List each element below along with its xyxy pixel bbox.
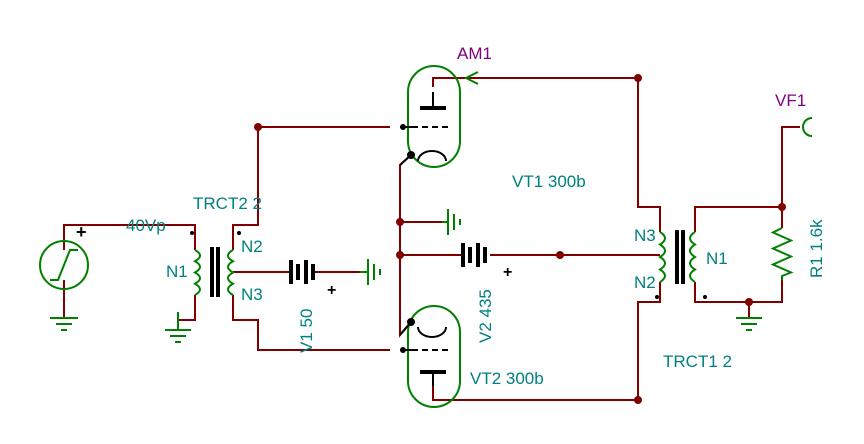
signal-source[interactable] [39, 240, 89, 290]
load-resistor-label: R1 1.6k [807, 219, 826, 278]
output-transformer-n1: N1 [706, 249, 728, 268]
junction-dot [556, 251, 564, 259]
output-transformer-name: TRCT1 2 [663, 352, 732, 371]
battery-plate [304, 260, 308, 284]
junction-dot [745, 298, 753, 306]
output-top-wire [694, 126, 800, 232]
bias-battery-polarity: + [327, 282, 336, 299]
input-transformer-n1: N1 [166, 262, 188, 281]
transformer-core [675, 230, 679, 284]
output-transformer-n3: N3 [634, 226, 656, 245]
tube-pin [407, 318, 415, 326]
voltmeter-probe[interactable] [802, 117, 813, 137]
battery-plate [468, 247, 472, 263]
plate-battery-label: V2 435 [476, 289, 495, 343]
battery-plate [483, 247, 487, 263]
grounds [50, 209, 762, 343]
step-waveform-icon [50, 249, 78, 281]
upper-grid-wire [232, 126, 390, 250]
ground-icon [736, 317, 762, 331]
source-circle-icon [39, 240, 89, 290]
bias-battery-label: V1 50 [297, 309, 316, 353]
tube-pin [407, 151, 415, 159]
junction-dot [778, 203, 786, 211]
secondary-coil-icon [227, 249, 236, 296]
voltage-probe-icon [802, 117, 813, 137]
secondary-coil-icon [689, 231, 697, 283]
lower-plate-wire [432, 282, 661, 401]
lower-grid-wire [232, 295, 390, 351]
output-transformer[interactable] [655, 230, 707, 299]
polarity-dot [237, 231, 241, 235]
bias-battery[interactable] [289, 260, 315, 284]
transformer-core [681, 230, 685, 284]
tube-envelope-icon [407, 305, 461, 408]
junction-dot [396, 218, 404, 226]
input-transformer-n2: N2 [241, 237, 263, 256]
voltmeter-label: VF1 [775, 91, 806, 110]
plate-battery[interactable] [461, 243, 487, 267]
battery-plate [311, 264, 315, 280]
ground-icon [442, 209, 461, 235]
ammeter-arrow-icon [463, 71, 479, 85]
ground-icon [360, 259, 381, 285]
junction-dot [634, 74, 642, 82]
ground-icon [50, 317, 78, 331]
battery-plate [289, 260, 293, 284]
source-top-wire [63, 224, 196, 250]
lower-tube-label: VT2 300b [470, 369, 544, 388]
polarity-dot [703, 295, 707, 299]
source-amplitude-label: 40Vp [126, 216, 166, 235]
tube-filament-icon [417, 150, 447, 162]
junctions [254, 74, 786, 404]
upper-tube[interactable] [399, 65, 461, 168]
upper-plate-wire [432, 77, 661, 232]
junction-dot [634, 396, 642, 404]
transformer-core [216, 247, 220, 297]
input-transformer[interactable] [190, 231, 241, 297]
lower-tube[interactable] [399, 305, 461, 408]
primary-coil-icon [192, 249, 201, 296]
battery-plate [476, 243, 480, 267]
tube-filament-icon [417, 326, 447, 338]
tube-envelope-icon [407, 65, 461, 168]
load-resistor[interactable] [770, 227, 794, 280]
transformer-core [210, 247, 214, 297]
tube-pin [400, 124, 406, 130]
primary-coil-icon [658, 231, 666, 283]
plate-battery-polarity: + [503, 264, 512, 281]
tube-pin [400, 347, 406, 353]
battery-plate [296, 264, 300, 280]
output-transformer-n2: N2 [634, 273, 656, 292]
junction-dot [396, 251, 404, 259]
ground-icon [165, 312, 191, 343]
polarity-dot [655, 295, 659, 299]
ammeter-label: AM1 [457, 44, 492, 63]
polarity-dot [190, 231, 194, 235]
upper-tube-label: VT1 300b [512, 172, 586, 191]
junction-dot [254, 123, 262, 131]
input-transformer-name: TRCT2 2 [193, 194, 262, 213]
ammeter[interactable] [463, 71, 479, 85]
source-polarity-label: + [76, 222, 87, 242]
input-transformer-n3: N3 [241, 285, 263, 304]
cathode-bus-wire [399, 154, 412, 338]
resistor-zigzag-icon [770, 227, 794, 280]
load-bottom-wire [694, 280, 783, 303]
battery-plate [461, 243, 465, 267]
input-primary-ground-wire [178, 295, 196, 321]
